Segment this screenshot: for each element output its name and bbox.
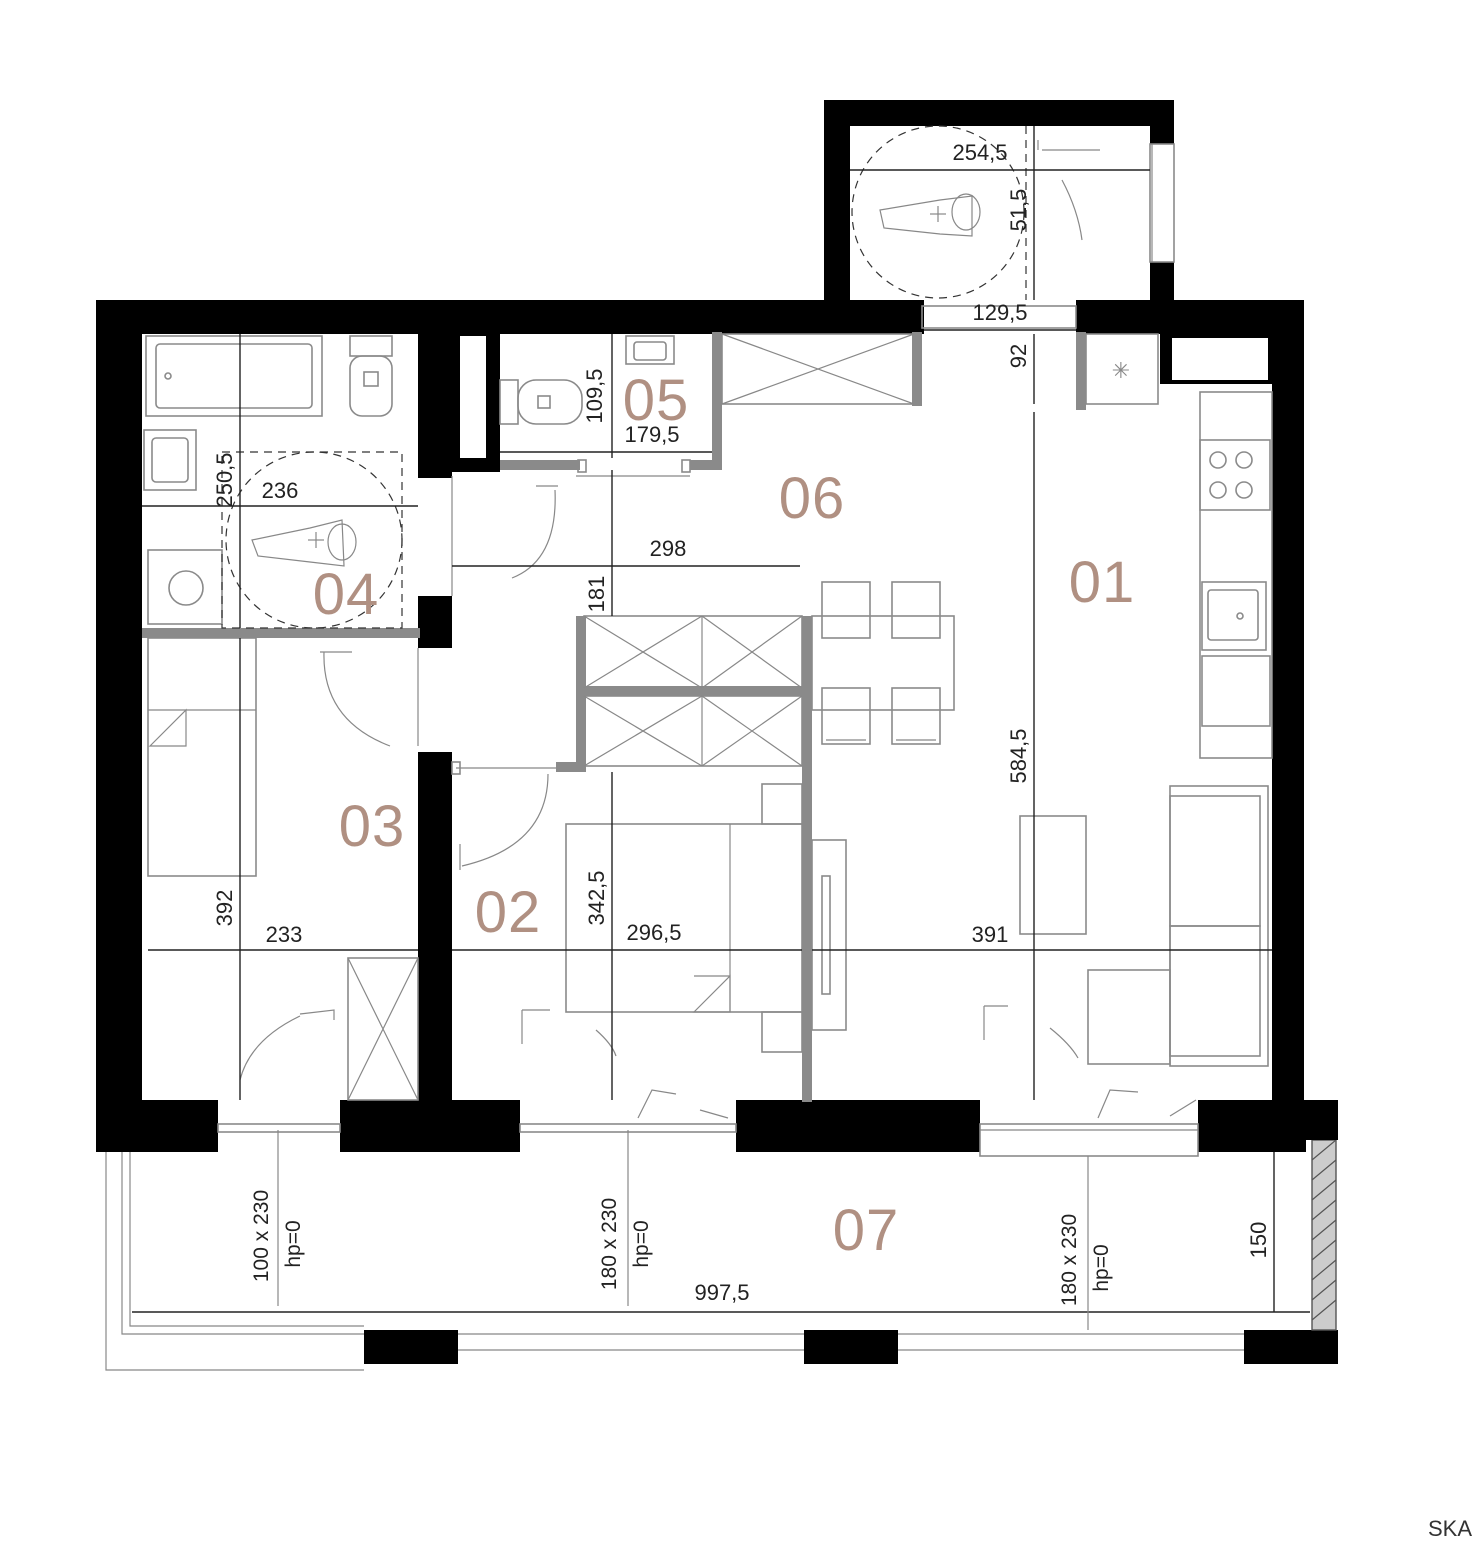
room-03-label: 03	[339, 794, 406, 859]
dim-179-5: 179,5	[624, 422, 679, 447]
dim-342-5: 342,5	[584, 870, 609, 925]
bathroom-fixtures	[143, 335, 675, 625]
dim-181: 181	[584, 576, 609, 613]
dim-92: 92	[1006, 344, 1031, 368]
top-window	[921, 143, 1175, 329]
room-01-label: 01	[1069, 550, 1136, 615]
dining-table	[811, 581, 955, 745]
kitchen: ✳	[1085, 333, 1273, 759]
brand-mark: SKA	[1428, 1516, 1472, 1541]
dim-392: 392	[212, 890, 237, 927]
window-2-hp: hp=0	[630, 1220, 653, 1267]
doors	[320, 140, 1100, 870]
exterior-walls	[96, 100, 1338, 1364]
wheelchair-symbol-top	[851, 125, 1027, 300]
dim-584-5: 584,5	[1006, 728, 1031, 783]
room-05-label: 05	[623, 368, 690, 433]
room-02-label: 02	[475, 880, 542, 945]
bed-single	[147, 637, 257, 877]
room-06-label: 06	[779, 466, 846, 531]
wheelchair-symbol-bathroom	[221, 451, 403, 629]
dim-391: 391	[972, 922, 1009, 947]
dim-296-5: 296,5	[626, 920, 681, 945]
dim-997-5: 997,5	[694, 1280, 749, 1305]
dim-254-5: 254,5	[952, 140, 1007, 165]
wardrobes	[347, 333, 915, 1101]
svg-text:✳: ✳	[1112, 359, 1130, 384]
window-1-size: 100 x 230	[250, 1190, 273, 1282]
dim-150: 150	[1246, 1222, 1271, 1259]
window-3-hp: hp=0	[1090, 1244, 1113, 1291]
dim-250-5: 250,5	[212, 452, 237, 507]
window-1-hp: hp=0	[282, 1220, 305, 1267]
window-2-size: 180 x 230	[598, 1198, 621, 1290]
dim-298: 298	[650, 536, 687, 561]
window-3-size: 180 x 230	[1058, 1214, 1081, 1306]
dim-236: 236	[262, 478, 299, 503]
balcony	[105, 1100, 1338, 1371]
partition-walls	[142, 332, 1086, 1102]
dim-233: 233	[266, 922, 303, 947]
room-04-label: 04	[313, 562, 380, 627]
dim-51-5: 51,5	[1006, 189, 1031, 232]
dimension-lines	[132, 126, 1310, 1330]
sofa-and-tv	[811, 785, 1269, 1067]
dim-129-5: 129,5	[972, 300, 1027, 325]
bed-double	[565, 783, 803, 1053]
room-07-label: 07	[833, 1198, 900, 1263]
dim-109-5: 109,5	[582, 368, 607, 423]
